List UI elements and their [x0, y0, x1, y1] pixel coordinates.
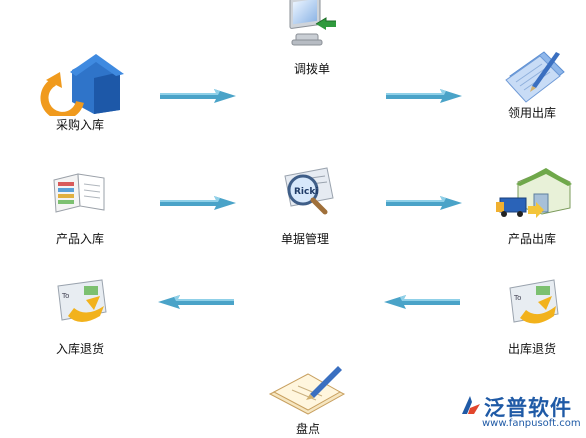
node-out-return-label: 出库退货	[507, 342, 556, 356]
node-out-return: To 出库退货	[472, 276, 586, 360]
node-in-return: To 入库退货	[20, 276, 140, 360]
node-purchase-in: 采购入库	[20, 52, 140, 136]
arrow-purchase-to-transfer	[160, 88, 236, 104]
node-product-out-label: 产品出库	[507, 232, 556, 246]
node-requisition-out: 领用出库	[472, 46, 586, 124]
node-in-return-label: 入库退货	[55, 342, 104, 356]
svg-text:To: To	[513, 294, 521, 302]
brand-watermark: 泛普软件 www.fanpusoft.com	[458, 392, 582, 432]
magnifier-card-icon: Ricki	[245, 166, 365, 226]
node-inventory-label: 盘点	[295, 422, 320, 436]
brand-name: 泛普软件	[484, 396, 572, 420]
arrow-transfer-to-requisition	[386, 88, 462, 104]
svg-text:Ricki: Ricki	[294, 187, 318, 197]
card-return-icon: To	[20, 276, 140, 336]
node-transfer: 调拨单	[252, 0, 372, 80]
node-product-in-label: 产品入库	[55, 232, 104, 246]
node-doc-manage-label: 单据管理	[280, 232, 329, 246]
node-product-in: 产品入库	[20, 166, 140, 250]
brand-url: www.fanpusoft.com	[482, 418, 581, 429]
warehouse-truck-icon	[472, 160, 586, 220]
house-refresh-icon	[20, 52, 140, 120]
svg-text:To: To	[61, 292, 69, 300]
arrow-product-in-to-doc	[160, 195, 236, 211]
arrow-to-in-return	[158, 294, 234, 310]
catalog-book-icon	[20, 166, 140, 226]
node-doc-manage: Ricki 单据管理	[245, 166, 365, 250]
arrow-out-return-left	[384, 294, 460, 310]
card-return-icon: To	[472, 276, 586, 336]
arrow-doc-to-product-out	[386, 195, 462, 211]
fanpu-logo-icon	[458, 394, 482, 422]
paper-pen-icon	[472, 46, 586, 106]
node-transfer-label: 调拨单	[293, 62, 330, 76]
node-requisition-out-label: 领用出库	[507, 106, 556, 120]
node-inventory: 盘点	[248, 360, 368, 438]
node-purchase-in-label: 采购入库	[55, 118, 104, 132]
monitor-arrow-icon	[252, 0, 372, 60]
node-product-out: 产品出库	[472, 160, 586, 250]
notepad-pencil-icon	[248, 360, 368, 420]
